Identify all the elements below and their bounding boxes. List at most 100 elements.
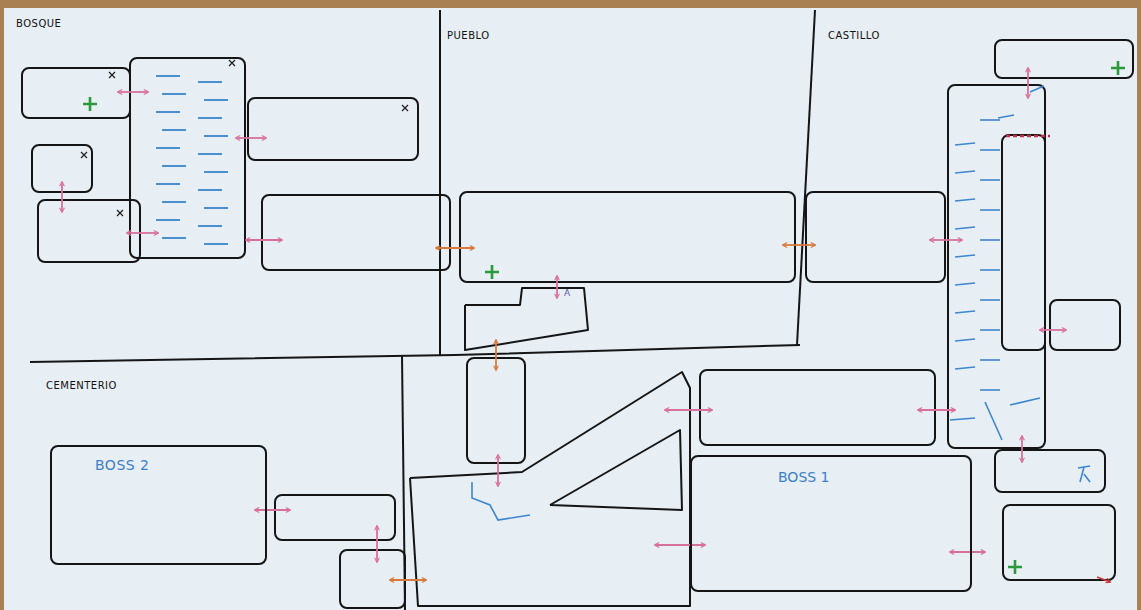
stair-mark [980, 269, 1000, 271]
stair-mark [980, 179, 1000, 181]
stair-mark [980, 149, 1000, 151]
room-outline [1003, 505, 1115, 580]
door-arrow [1027, 68, 1029, 98]
water-mark [198, 117, 222, 119]
region-area: CASTILLO [822, 26, 998, 186]
door-arrow [930, 239, 962, 241]
door-arrow [118, 91, 148, 93]
region-divider [439, 10, 441, 355]
door-arrow [390, 579, 426, 581]
blue-mark [472, 482, 530, 520]
stair-mark [955, 255, 975, 257]
region-area: CEMENTERIOBOSS 2 [10, 370, 406, 608]
room-outline [550, 430, 682, 510]
room-outline [995, 450, 1105, 492]
x-mark [81, 152, 87, 158]
door-arrow [255, 509, 290, 511]
door-arrow [436, 247, 474, 249]
board-frame [1137, 0, 1141, 610]
stair-mark [980, 239, 1000, 241]
water-mark [204, 171, 228, 173]
save-point-plus [1111, 61, 1125, 75]
room-title: BOSS 1 [778, 469, 884, 485]
water-mark [204, 207, 228, 209]
x-mark [117, 210, 123, 216]
water-mark [156, 183, 180, 185]
room-outline [22, 68, 130, 118]
stair-mark [980, 359, 1000, 361]
room-outline [700, 370, 935, 445]
room-outline [995, 40, 1133, 78]
water-mark [204, 243, 228, 245]
water-mark [198, 225, 222, 227]
region-divider [797, 10, 815, 345]
water-mark [162, 165, 186, 167]
water-mark [198, 81, 222, 83]
region-area: BOSQUE [10, 12, 444, 352]
door-arrow [783, 244, 815, 246]
door-arrow [61, 182, 63, 212]
door-arrow [950, 551, 985, 553]
save-point-plus [83, 97, 97, 111]
locked-door [1006, 135, 1050, 138]
water-mark [156, 147, 180, 149]
room-outline [465, 288, 588, 350]
board-frame [0, 0, 4, 610]
door-arrow [1040, 329, 1066, 331]
room-outline [460, 192, 795, 282]
door-arrow [556, 276, 558, 298]
room-outline [1002, 135, 1045, 350]
stair-mark [955, 283, 975, 285]
stair-mark [950, 418, 975, 420]
room-outline [340, 550, 405, 608]
stair-mark [998, 115, 1014, 118]
stair-mark [955, 339, 975, 341]
room-outline [410, 372, 690, 606]
water-mark [204, 99, 228, 101]
door-arrow [497, 455, 499, 486]
water-mark [156, 219, 180, 221]
door-arrow [1021, 436, 1023, 462]
region-title: PUEBLO [447, 30, 803, 41]
stair-mark [985, 402, 1002, 440]
water-mark [162, 129, 186, 131]
water-mark [156, 75, 180, 77]
door-arrow [246, 239, 282, 241]
water-mark [162, 237, 186, 239]
room-title: BOSS 2 [95, 457, 222, 473]
door-arrow [655, 544, 705, 546]
stair-mark [980, 329, 1000, 331]
region-title: BOSQUE [16, 18, 438, 29]
stair-mark [1030, 86, 1044, 92]
water-mark [204, 135, 228, 137]
door-arrow [918, 409, 955, 411]
stair-mark [980, 209, 1000, 211]
region-area: PUEBLO [442, 26, 808, 186]
door-arrow [127, 232, 158, 234]
map-marker-letter: A [564, 288, 570, 298]
room-outline [130, 58, 245, 258]
water-mark [198, 189, 222, 191]
stair-mark [955, 171, 975, 173]
door-arrow [376, 526, 378, 562]
water-mark [198, 153, 222, 155]
exit-arrow [1097, 577, 1110, 582]
room-outline [248, 98, 418, 160]
door-arrow [495, 340, 497, 370]
save-point-plus [1008, 560, 1022, 574]
board-frame [0, 0, 1141, 8]
stair-mark [955, 143, 975, 145]
stair-mark [955, 367, 975, 369]
stair-mark [1010, 398, 1040, 405]
room-outline [262, 195, 450, 270]
boss-room: BOSS 1 [690, 455, 972, 592]
x-mark [109, 72, 115, 78]
region-title: CASTILLO [828, 30, 992, 41]
room-outline [806, 192, 945, 282]
room-outline [467, 358, 525, 463]
water-mark [162, 93, 186, 95]
stair-mark [955, 311, 975, 313]
boss-room: BOSS 2 [50, 445, 267, 565]
